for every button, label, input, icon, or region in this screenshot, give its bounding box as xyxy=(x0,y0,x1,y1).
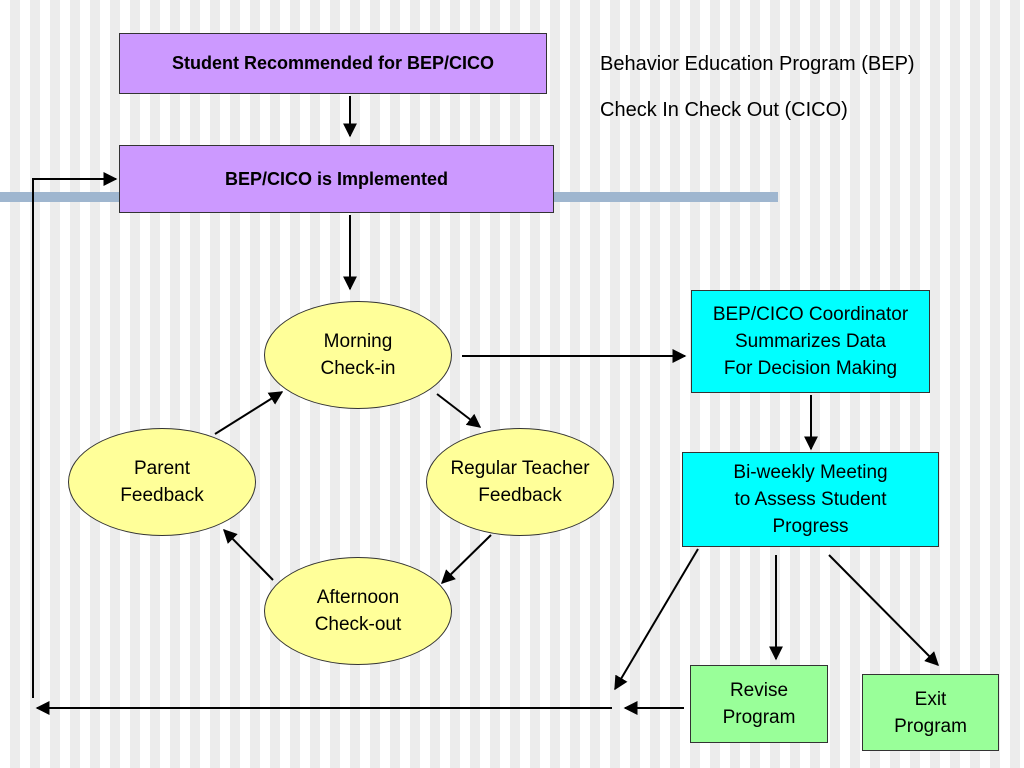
node-label-line: Regular Teacher xyxy=(450,458,590,479)
arrow-teacher-to-afternoon xyxy=(440,534,492,584)
node-label-line: BEP/CICO Coordinator xyxy=(712,304,909,325)
node-label: BEP/CICO is Implemented xyxy=(224,168,449,189)
node-bep-implemented: BEP/CICO is Implemented xyxy=(119,145,554,213)
node-label-line: Summarizes Data xyxy=(735,331,886,352)
node-label-line: Program xyxy=(722,707,796,728)
node-label-line: For Decision Making xyxy=(723,358,898,379)
node-label-line: Bi-weekly Meeting xyxy=(733,462,888,483)
node-label-line: Check-in xyxy=(320,358,396,379)
arrow-morning-to-teacher xyxy=(436,393,482,428)
arrow-parent-to-morning xyxy=(214,391,284,435)
node-revise-program: Revise Program xyxy=(690,665,828,743)
node-label-line: Revise xyxy=(729,680,789,701)
node-student-recommended: Student Recommended for BEP/CICO xyxy=(119,33,547,94)
node-label-line: Check-out xyxy=(314,614,402,635)
node-label-line: Feedback xyxy=(120,485,204,506)
legend-bep: Behavior Education Program (BEP) xyxy=(600,53,915,75)
node-label-line: Parent xyxy=(134,458,190,479)
arrow-afternoon-to-parent xyxy=(223,529,274,581)
node-coordinator-summarizes: BEP/CICO Coordinator Summarizes Data For… xyxy=(691,290,930,393)
node-label-line: Feedback xyxy=(478,485,562,506)
node-label: Student Recommended for BEP/CICO xyxy=(171,53,495,73)
arrow-loop-return xyxy=(32,172,118,698)
arrow-meeting-to-exit xyxy=(828,554,939,666)
node-regular-teacher-feedback: Regular Teacher Feedback xyxy=(426,428,614,536)
node-label-line: Exit xyxy=(914,688,947,710)
node-label-line: to Assess Student xyxy=(734,489,887,510)
node-label-line: Morning xyxy=(323,331,393,352)
node-morning-check-in: Morning Check-in xyxy=(264,301,452,409)
node-exit-program: Exit Program xyxy=(862,674,999,751)
node-parent-feedback: Parent Feedback xyxy=(68,428,256,536)
legend-cico: Check In Check Out (CICO) xyxy=(600,99,848,121)
node-label-line: Afternoon xyxy=(316,587,400,608)
arrow-meeting-to-loop xyxy=(614,548,699,691)
node-label-line: Program xyxy=(894,715,967,737)
node-biweekly-meeting: Bi-weekly Meeting to Assess Student Prog… xyxy=(682,452,939,547)
node-label-line: Progress xyxy=(772,516,849,537)
node-afternoon-check-out: Afternoon Check-out xyxy=(264,557,452,665)
